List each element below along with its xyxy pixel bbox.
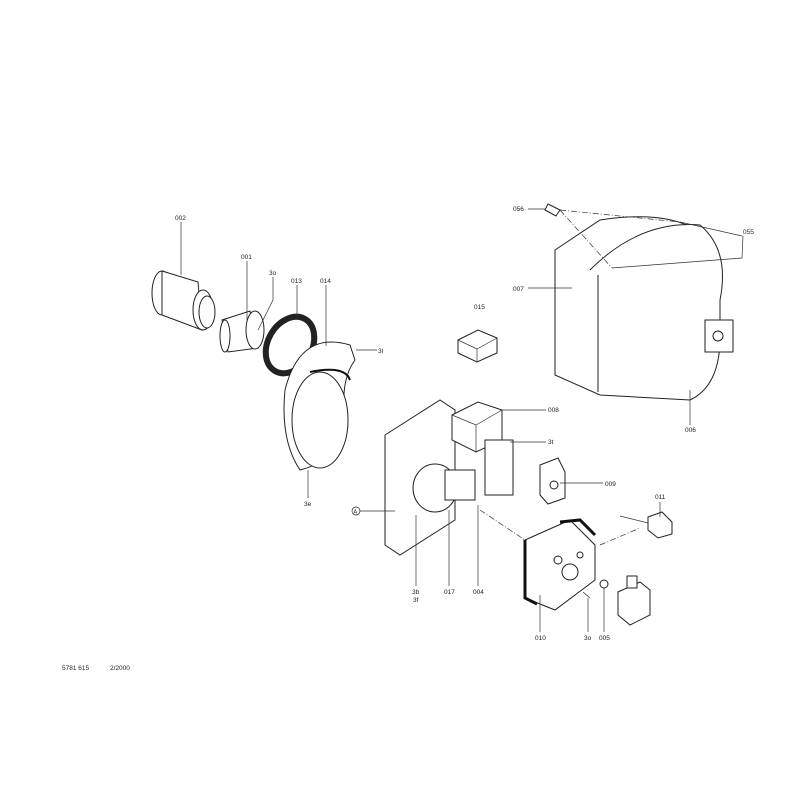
label-014: 014 <box>320 278 331 285</box>
label-055: 055 <box>743 229 754 236</box>
part-001-combustion-head <box>219 310 265 353</box>
label-3e: 3e <box>304 501 312 508</box>
part-015-block <box>457 329 498 363</box>
label-3o: 3o <box>269 270 277 277</box>
label-3f: 3f <box>413 597 419 604</box>
part-014-fan-housing <box>283 341 356 471</box>
label-056: 056 <box>513 206 524 213</box>
label-004: 004 <box>473 589 484 596</box>
part-mounting-plate <box>384 399 476 556</box>
label-001: 001 <box>241 254 252 261</box>
part-009-cover-plate <box>539 457 566 505</box>
leader-lines <box>180 208 744 632</box>
label-011: 011 <box>655 494 666 501</box>
part-oil-pump <box>617 575 651 626</box>
label-006: 006 <box>685 427 696 434</box>
label-a: A <box>354 510 358 516</box>
doc-number: 5781 615 <box>62 665 89 672</box>
label-002: 002 <box>175 215 186 222</box>
label-008: 008 <box>548 407 559 414</box>
part-011-coil <box>619 511 673 539</box>
label-009: 009 <box>605 481 616 488</box>
label-010: 010 <box>535 635 546 642</box>
label-3t: 3t <box>548 439 554 446</box>
part-002-blast-tube <box>151 270 216 331</box>
label-017: 017 <box>444 589 455 596</box>
label-005: 005 <box>599 635 610 642</box>
label-007: 007 <box>513 286 524 293</box>
part-3o-screw <box>582 591 591 599</box>
label-3l: 3l <box>378 348 384 355</box>
label-013: 013 <box>291 278 302 285</box>
part-006-007-cover <box>554 216 734 401</box>
part-3t-control-box <box>484 439 514 496</box>
part-056-screw <box>544 203 561 217</box>
label-015: 015 <box>474 304 485 311</box>
label-3b: 3b <box>412 589 420 596</box>
part-005-fitting <box>599 579 609 589</box>
callout-circle-a <box>351 506 361 516</box>
label-3o-b: 3o <box>584 635 592 642</box>
doc-date: 2/2000 <box>110 665 130 672</box>
part-010-housing-cover <box>523 518 597 611</box>
